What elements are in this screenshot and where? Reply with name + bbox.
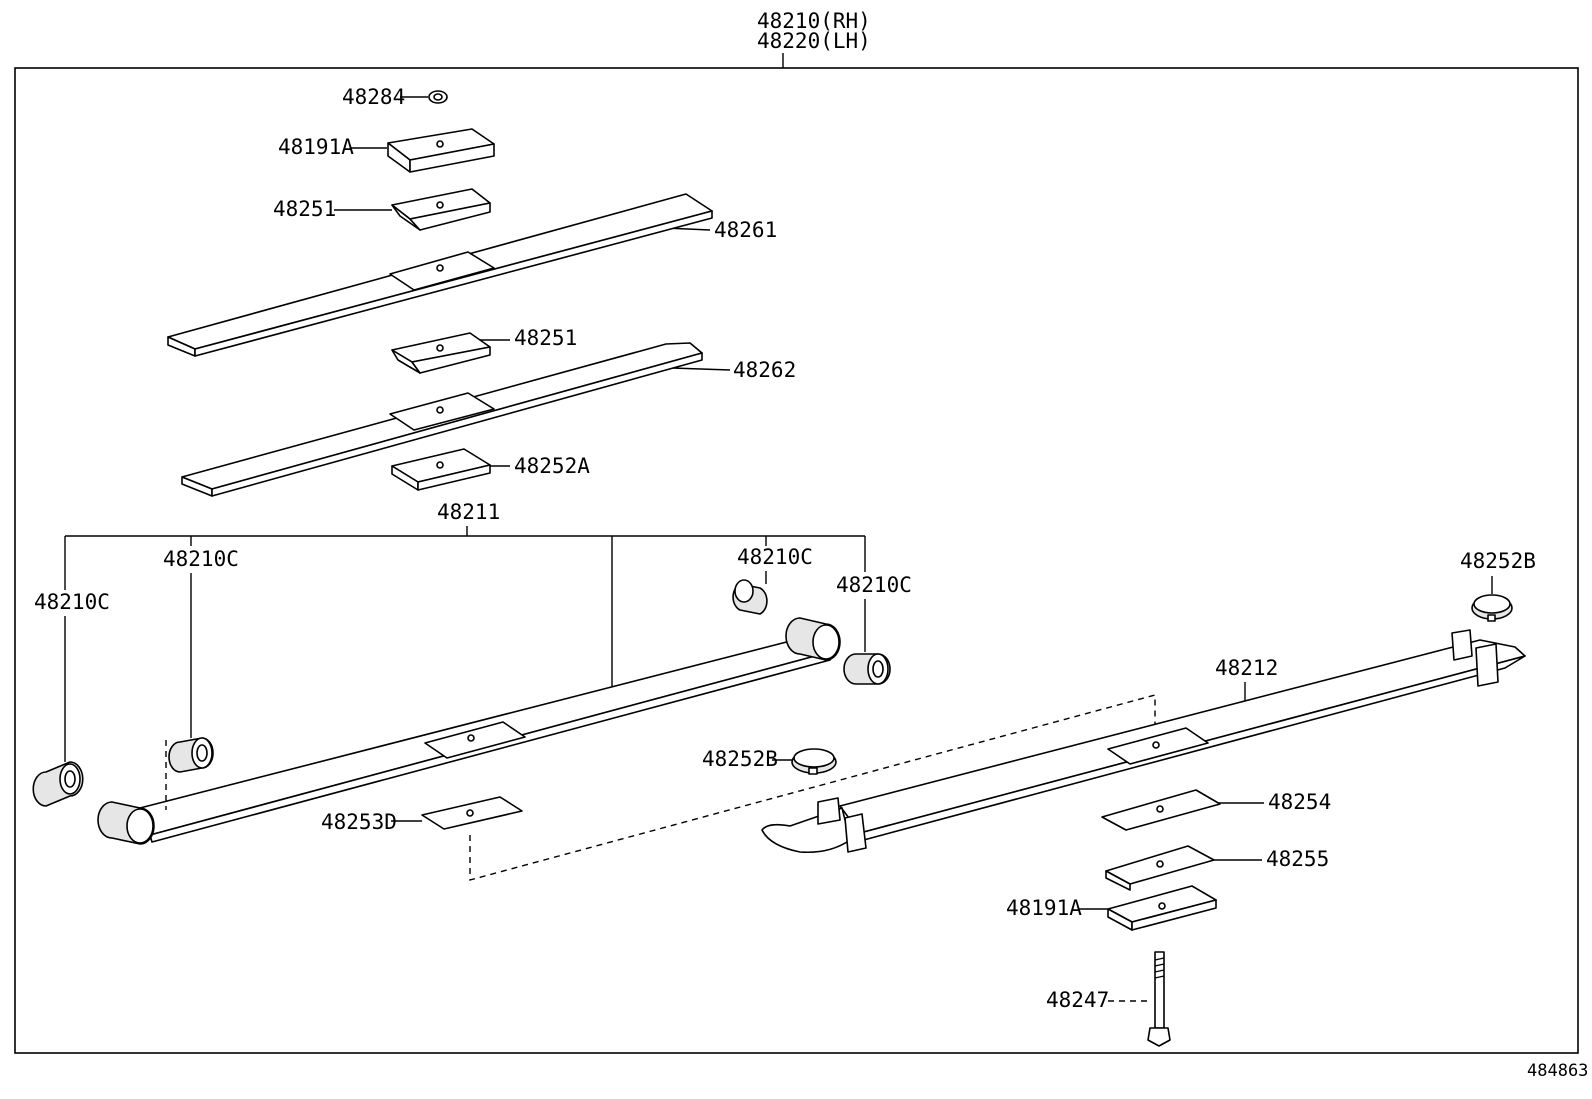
- spacer-48255[interactable]: [1105, 845, 1215, 891]
- pad-48252a[interactable]: [391, 448, 491, 491]
- label-48252b-mid[interactable]: 48252B: [702, 747, 778, 771]
- leaf-48212[interactable]: [761, 629, 1526, 854]
- spacer-48251-mid[interactable]: [391, 332, 491, 374]
- label-48254[interactable]: 48254: [1268, 790, 1331, 814]
- plate-48191a-top[interactable]: [387, 128, 495, 173]
- bushing-48210c-b[interactable]: [168, 737, 214, 773]
- leaf-48261[interactable]: [167, 193, 713, 357]
- label-48262[interactable]: 48262: [733, 358, 796, 382]
- dashed-assembly-line: [469, 694, 1156, 881]
- cap-48252b-mid[interactable]: [791, 748, 837, 775]
- bushing-48210c-d[interactable]: [843, 653, 891, 685]
- label-48191a-top[interactable]: 48191A: [278, 135, 354, 159]
- label-48211[interactable]: 48211: [437, 500, 500, 524]
- pad-48254[interactable]: [1101, 789, 1221, 831]
- pad-48253d[interactable]: [421, 796, 523, 830]
- spacer-48251-top[interactable]: [391, 188, 491, 231]
- leader-48262: [671, 367, 731, 371]
- label-48210c-b[interactable]: 48210C: [163, 547, 239, 571]
- label-48252a[interactable]: 48252A: [514, 454, 590, 478]
- label-48210c-d[interactable]: 48210C: [836, 573, 912, 597]
- label-48210-rh[interactable]: 48210(RH): [757, 9, 871, 33]
- nut-48284[interactable]: [428, 90, 448, 104]
- label-48253d[interactable]: 48253D: [321, 810, 397, 834]
- diagram-frame: [14, 67, 1579, 1054]
- bushing-48210c-a[interactable]: [32, 761, 84, 807]
- leaf-48211[interactable]: [97, 617, 841, 845]
- label-48210c-c[interactable]: 48210C: [737, 545, 813, 569]
- label-48252b-right[interactable]: 48252B: [1460, 549, 1536, 573]
- label-48210c-a[interactable]: 48210C: [34, 590, 110, 614]
- plate-48191a-bottom[interactable]: [1107, 885, 1217, 931]
- label-48212[interactable]: 48212: [1215, 656, 1278, 680]
- bushing-48210c-c[interactable]: [732, 579, 768, 615]
- label-48191a-bottom[interactable]: 48191A: [1006, 896, 1082, 920]
- diagram-id: 484863: [1527, 1061, 1588, 1081]
- label-48251-mid[interactable]: 48251: [514, 326, 577, 350]
- label-48255[interactable]: 48255: [1266, 847, 1329, 871]
- cap-48252b-right[interactable]: [1471, 594, 1513, 622]
- label-48220-lh[interactable]: 48220(LH): [757, 29, 871, 53]
- label-48247[interactable]: 48247: [1046, 988, 1109, 1012]
- bolt-48247[interactable]: [1147, 951, 1171, 1047]
- leaf-48262[interactable]: [181, 342, 703, 497]
- label-48284[interactable]: 48284: [342, 85, 405, 109]
- label-48261[interactable]: 48261: [714, 218, 777, 242]
- label-48251-top[interactable]: 48251: [273, 197, 336, 221]
